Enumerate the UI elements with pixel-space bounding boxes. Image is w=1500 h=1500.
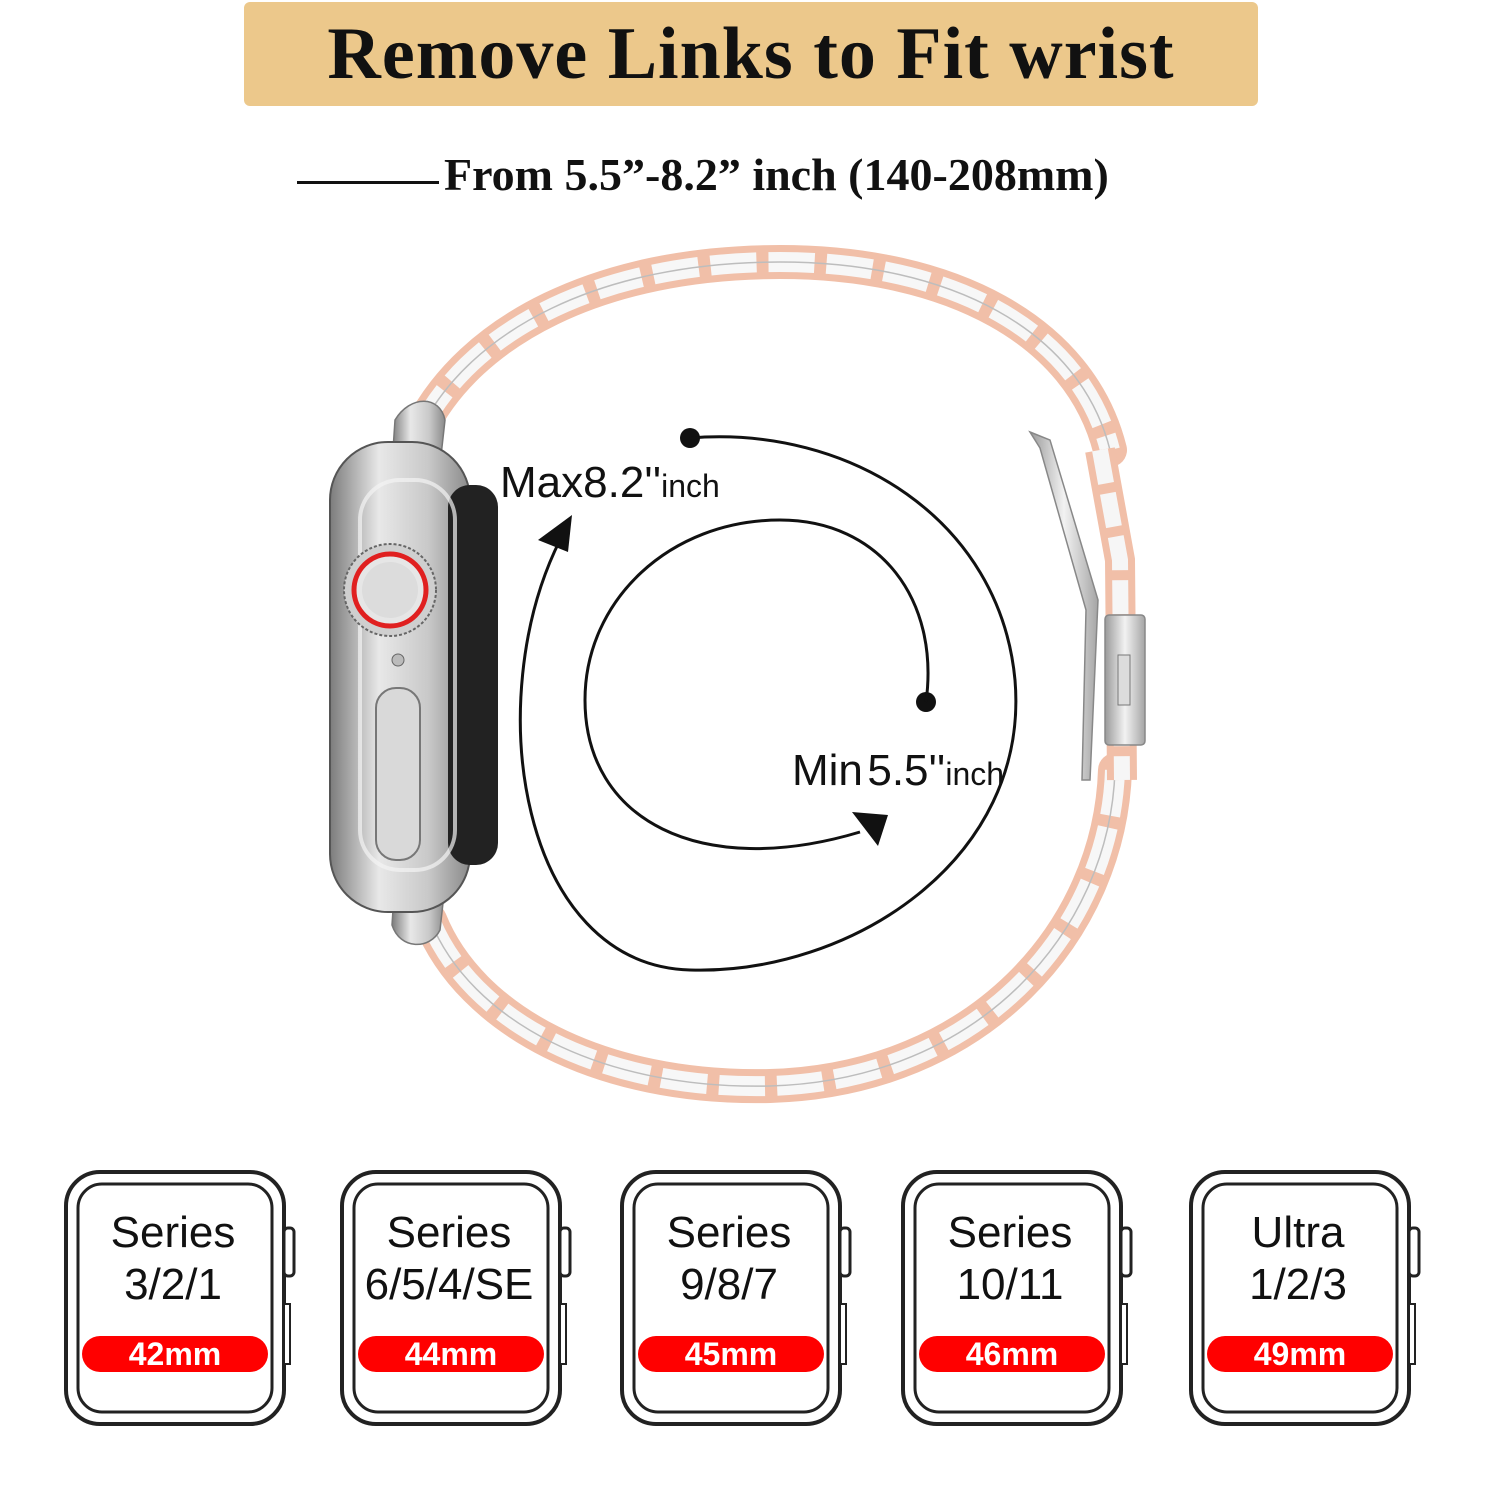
size-card-45mm: Series 9/8/7 45mm bbox=[620, 1170, 852, 1426]
card-series-label: Series bbox=[666, 1208, 792, 1257]
max-arrow-icon bbox=[538, 515, 572, 552]
digital-crown-icon bbox=[343, 543, 437, 637]
size-card-42mm: Series 3/2/1 42mm bbox=[64, 1170, 296, 1426]
card-model-label: 10/11 bbox=[956, 1260, 1064, 1309]
min-size-arc bbox=[583, 518, 936, 851]
size-badge: 45mm bbox=[638, 1336, 824, 1372]
size-badge: 49mm bbox=[1207, 1336, 1393, 1372]
size-card-46mm: Series 10/11 46mm bbox=[901, 1170, 1133, 1426]
title-text: Remove Links to Fit wrist bbox=[327, 12, 1175, 95]
min-unit: inch bbox=[945, 756, 1005, 792]
band-links bbox=[403, 244, 1137, 1104]
card-series-label: Series bbox=[947, 1208, 1073, 1257]
max-size-label: Max8.2''inch bbox=[500, 458, 720, 508]
max-word: Max bbox=[500, 458, 584, 507]
card-model-label: 1/2/3 bbox=[1249, 1260, 1347, 1309]
range-dash-line bbox=[297, 181, 439, 184]
size-card-49mm: Ultra 1/2/3 49mm bbox=[1189, 1170, 1421, 1426]
range-text: From 5.5”-8.2” inch (140-208mm) bbox=[444, 149, 1109, 200]
card-model-label: 6/5/4/SE bbox=[364, 1260, 534, 1309]
max-size-arc bbox=[518, 428, 1018, 972]
min-value: 5.5'' bbox=[867, 746, 946, 795]
title-banner: Remove Links to Fit wrist bbox=[244, 2, 1258, 106]
watch-band-diagram bbox=[329, 244, 1146, 1104]
card-series-label: Series bbox=[110, 1208, 236, 1257]
size-badge: 42mm bbox=[82, 1336, 268, 1372]
min-word: Min bbox=[792, 746, 863, 795]
min-arrow-icon bbox=[852, 812, 888, 846]
max-value: 8.2'' bbox=[583, 458, 662, 507]
card-series-label: Series bbox=[386, 1208, 512, 1257]
size-badge: 44mm bbox=[358, 1336, 544, 1372]
card-series-label: Ultra bbox=[1251, 1208, 1345, 1257]
size-badge: 46mm bbox=[919, 1336, 1105, 1372]
butterfly-clasp-icon bbox=[1028, 430, 1146, 781]
watch-case-icon bbox=[329, 441, 498, 913]
card-model-label: 9/8/7 bbox=[680, 1260, 778, 1309]
max-unit: inch bbox=[661, 468, 720, 504]
min-size-label: Min 5.5''inch bbox=[792, 746, 1004, 796]
size-card-44mm: Series 6/5/4/SE 44mm bbox=[340, 1170, 572, 1426]
card-model-label: 3/2/1 bbox=[124, 1260, 222, 1309]
